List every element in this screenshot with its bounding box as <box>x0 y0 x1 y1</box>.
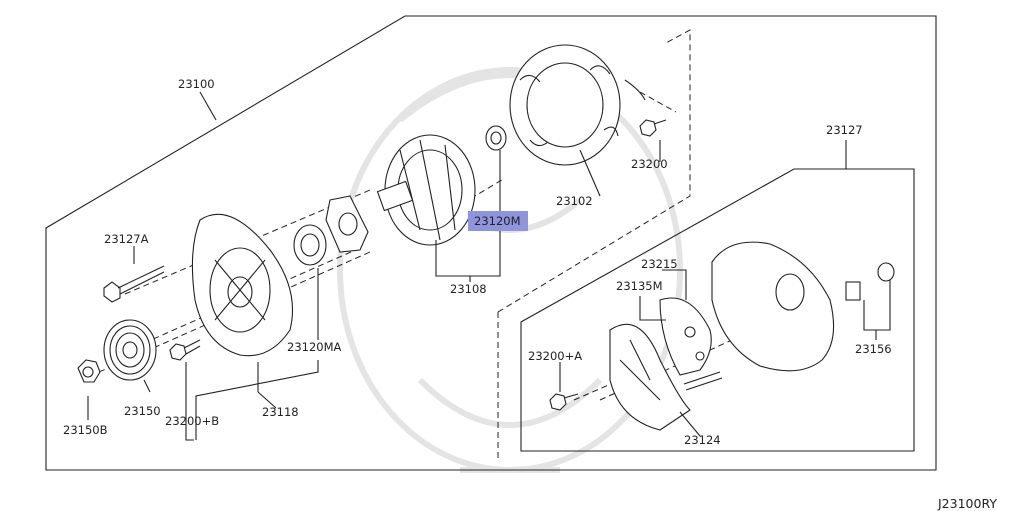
pulley-icon <box>103 319 157 381</box>
diagram-code: J23100RY <box>937 496 997 511</box>
stator-icon <box>509 44 646 166</box>
label-23127[interactable]: 23127 <box>826 123 863 137</box>
label-23100[interactable]: 23100 <box>178 77 215 91</box>
rear-bearing-icon <box>485 125 507 151</box>
brush-holder-icon <box>659 297 712 376</box>
label-23124[interactable]: 23124 <box>684 433 721 447</box>
front-bearing-icon <box>293 224 327 266</box>
label-23127A[interactable]: 23127A <box>104 232 149 246</box>
nut-icon <box>639 119 667 137</box>
stud-bolt-icon <box>683 371 723 391</box>
label-23118[interactable]: 23118 <box>262 405 299 419</box>
leader-lines <box>87 91 891 441</box>
diode-assy-icon <box>609 323 691 431</box>
front-bracket-icon <box>191 213 293 357</box>
label-23156[interactable]: 23156 <box>855 342 892 356</box>
highlight-box <box>468 211 528 231</box>
label-23102[interactable]: 23102 <box>556 194 593 208</box>
label-23108[interactable]: 23108 <box>450 282 487 296</box>
label-23150B[interactable]: 23150B <box>63 423 108 437</box>
pulley-nut-icon <box>77 359 101 383</box>
label-23200-a[interactable]: 23200+A <box>528 349 582 363</box>
assembly-outline <box>45 15 937 471</box>
bolt-a-icon <box>549 393 579 411</box>
label-23200[interactable]: 23200 <box>631 157 668 171</box>
label-23135M[interactable]: 23135M <box>616 279 663 293</box>
retainer-plate-icon <box>325 195 369 253</box>
terminal-icon <box>845 262 895 301</box>
through-bolt-icon <box>103 265 165 303</box>
label-23150[interactable]: 23150 <box>124 404 161 418</box>
rotor-icon <box>376 134 476 246</box>
label-23215[interactable]: 23215 <box>641 257 678 271</box>
label-23200-b[interactable]: 23200+B <box>165 414 219 428</box>
label-23120M[interactable]: 23120M <box>474 214 521 228</box>
label-23120MA[interactable]: 23120MA <box>287 340 342 354</box>
rear-cover-outline <box>520 168 915 452</box>
bolt-b-icon <box>169 339 201 361</box>
rear-cover-icon <box>711 241 835 372</box>
